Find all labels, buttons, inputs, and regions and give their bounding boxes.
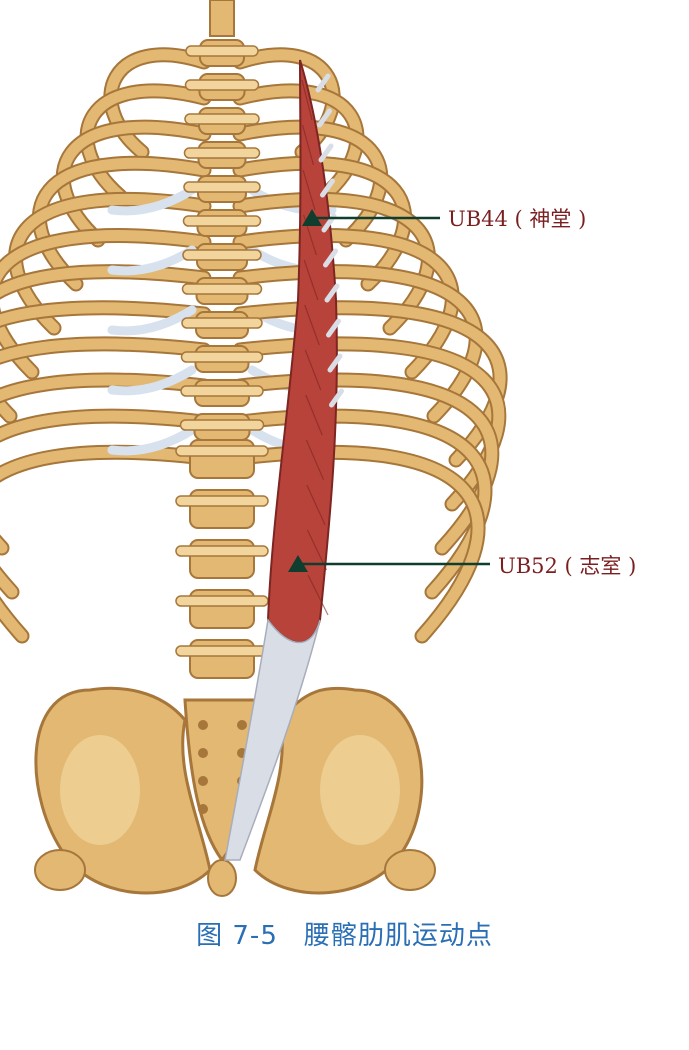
costal-cartilage (107, 305, 197, 336)
rib-insertion-tendon (326, 318, 341, 338)
ub44-pointer-marker (302, 209, 322, 226)
transverse-process (182, 215, 262, 227)
muscle-fiber (306, 484, 326, 526)
spine (175, 0, 269, 679)
sacral-foramen-left (198, 776, 208, 786)
muscle-fiber (307, 574, 329, 616)
muscle-fiber (301, 124, 315, 166)
figure-number: 图 7-5 (196, 921, 278, 951)
rib-left-12 (0, 444, 212, 644)
transverse-process (175, 445, 269, 457)
figure-caption: 图 7-5 腰髂肋肌运动点 (0, 915, 689, 952)
motor-point-pointers (288, 209, 490, 572)
transverse-process (183, 147, 261, 159)
rib-left-2-fill (81, 85, 210, 202)
muscle-fiber (304, 304, 320, 346)
transverse-process (184, 79, 260, 91)
transverse-process (175, 495, 269, 507)
costal-cartilage (107, 245, 197, 276)
sacral-foramen-left (198, 748, 208, 758)
figure-title: 腰髂肋肌运动点 (303, 921, 493, 951)
transverse-process (182, 249, 262, 261)
transverse-process (175, 545, 269, 557)
muscle-fiber (304, 349, 322, 391)
rib-insertion-tendon (317, 108, 332, 128)
rib-cage-right (107, 47, 508, 644)
femur-head-right (384, 849, 436, 891)
transverse-process (184, 113, 260, 125)
label-ub52: UB52 ( 志室 ) (498, 554, 637, 578)
rib-left-3-fill (57, 121, 210, 246)
rib-right-2-fill (234, 85, 363, 202)
transverse-process (180, 351, 264, 363)
transverse-process (185, 45, 259, 57)
rib-insertion-tendon (324, 283, 340, 303)
costal-cartilage (107, 425, 197, 456)
rib-insertion-tendon (327, 353, 343, 373)
rib-left-6-fill (0, 230, 210, 378)
transverse-process (183, 181, 261, 193)
transverse-process (175, 645, 269, 657)
ub52-pointer-marker (288, 555, 308, 572)
muscle-fiber (301, 79, 313, 121)
rib-insertion-tendon (320, 178, 335, 198)
costal-cartilage (107, 365, 197, 396)
muscle-fiber (305, 394, 323, 436)
rib-insertion-tendon (318, 143, 334, 163)
rib-insertion-tendon (323, 248, 338, 268)
transverse-process (175, 595, 269, 607)
rib-right-3-fill (234, 121, 387, 246)
sacral-foramen-right (237, 720, 247, 730)
rib-left-4-fill (34, 157, 210, 290)
label-ub44: UB44 ( 神堂 ) (448, 207, 587, 231)
cervical-spine (209, 0, 235, 37)
rib-left-8-fill (0, 302, 210, 326)
rib-insertion-tendon (315, 73, 331, 93)
muscle-fiber (302, 169, 316, 211)
muscle-fiber (303, 259, 319, 301)
rib-left-9-fill (0, 338, 210, 363)
thoracolumbar-tendon (224, 618, 321, 861)
femur-head-left (34, 849, 86, 891)
rib-left-5-fill (10, 193, 210, 334)
transverse-process (181, 283, 263, 295)
rib-insertion-tendon (329, 388, 344, 408)
iliac-fossa-left (60, 735, 140, 845)
transverse-process (181, 317, 263, 329)
transverse-process (180, 385, 264, 397)
muscle-fiber (305, 439, 325, 481)
anatomy-illustration (0, 0, 508, 897)
coccyx (207, 859, 237, 897)
rib-left-10-fill (0, 374, 210, 554)
sacral-foramen-left (198, 720, 208, 730)
rib-left-12-fill (0, 446, 210, 642)
pelvis (34, 686, 436, 897)
sacral-foramen-left (198, 804, 208, 814)
rib-left-11-fill (0, 410, 210, 598)
transverse-process (179, 419, 265, 431)
iliac-fossa-right (320, 735, 400, 845)
costal-cartilage (107, 185, 197, 216)
iliocostalis-lumborum-muscle (224, 59, 344, 861)
